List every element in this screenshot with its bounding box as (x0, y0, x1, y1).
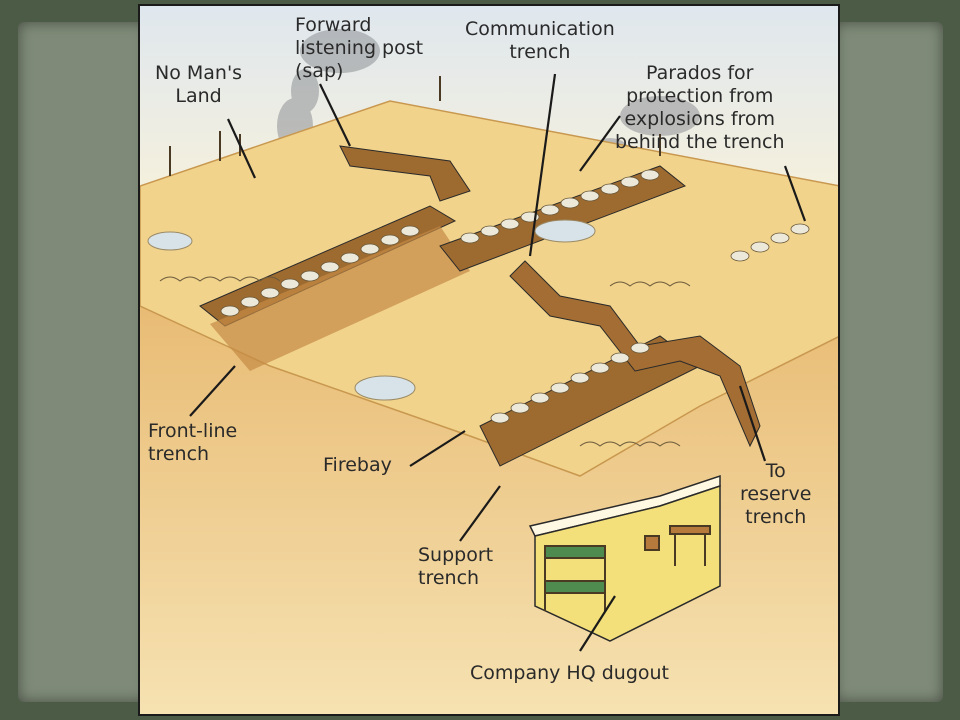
left-paper-edge (18, 22, 148, 702)
label-parados: Parados for protection from explosions f… (615, 62, 785, 153)
label-support-trench: Support trench (418, 544, 494, 589)
label-forward-listening-post: Forward listening post (sap) (295, 14, 424, 82)
right-paper-edge (835, 22, 943, 702)
barbed-wire (169, 76, 661, 176)
bunk-bed (544, 545, 606, 611)
front-line-trench-floor (210, 226, 470, 371)
label-to-reserve-trench: To reserve trench (740, 460, 812, 528)
wire-coils (159, 276, 691, 447)
trench-illustration (140, 6, 838, 714)
shell-craters (147, 219, 596, 401)
trench-diagram: No Man's Land Forward listening post (sa… (138, 4, 840, 716)
label-communication-trench: Communication trench (465, 18, 615, 63)
communication-trench (509, 260, 761, 448)
label-front-line-trench: Front-line trench (148, 420, 238, 465)
label-no-mans-land: No Man's Land (155, 62, 243, 107)
sap-trench (339, 145, 471, 202)
sandbags (220, 169, 810, 424)
label-company-hq-dugout: Company HQ dugout (470, 662, 669, 684)
pointer-lines (189, 73, 807, 652)
company-hq-dugout (534, 484, 721, 642)
table-and-chair (644, 525, 711, 566)
label-firebay: Firebay (323, 454, 392, 476)
